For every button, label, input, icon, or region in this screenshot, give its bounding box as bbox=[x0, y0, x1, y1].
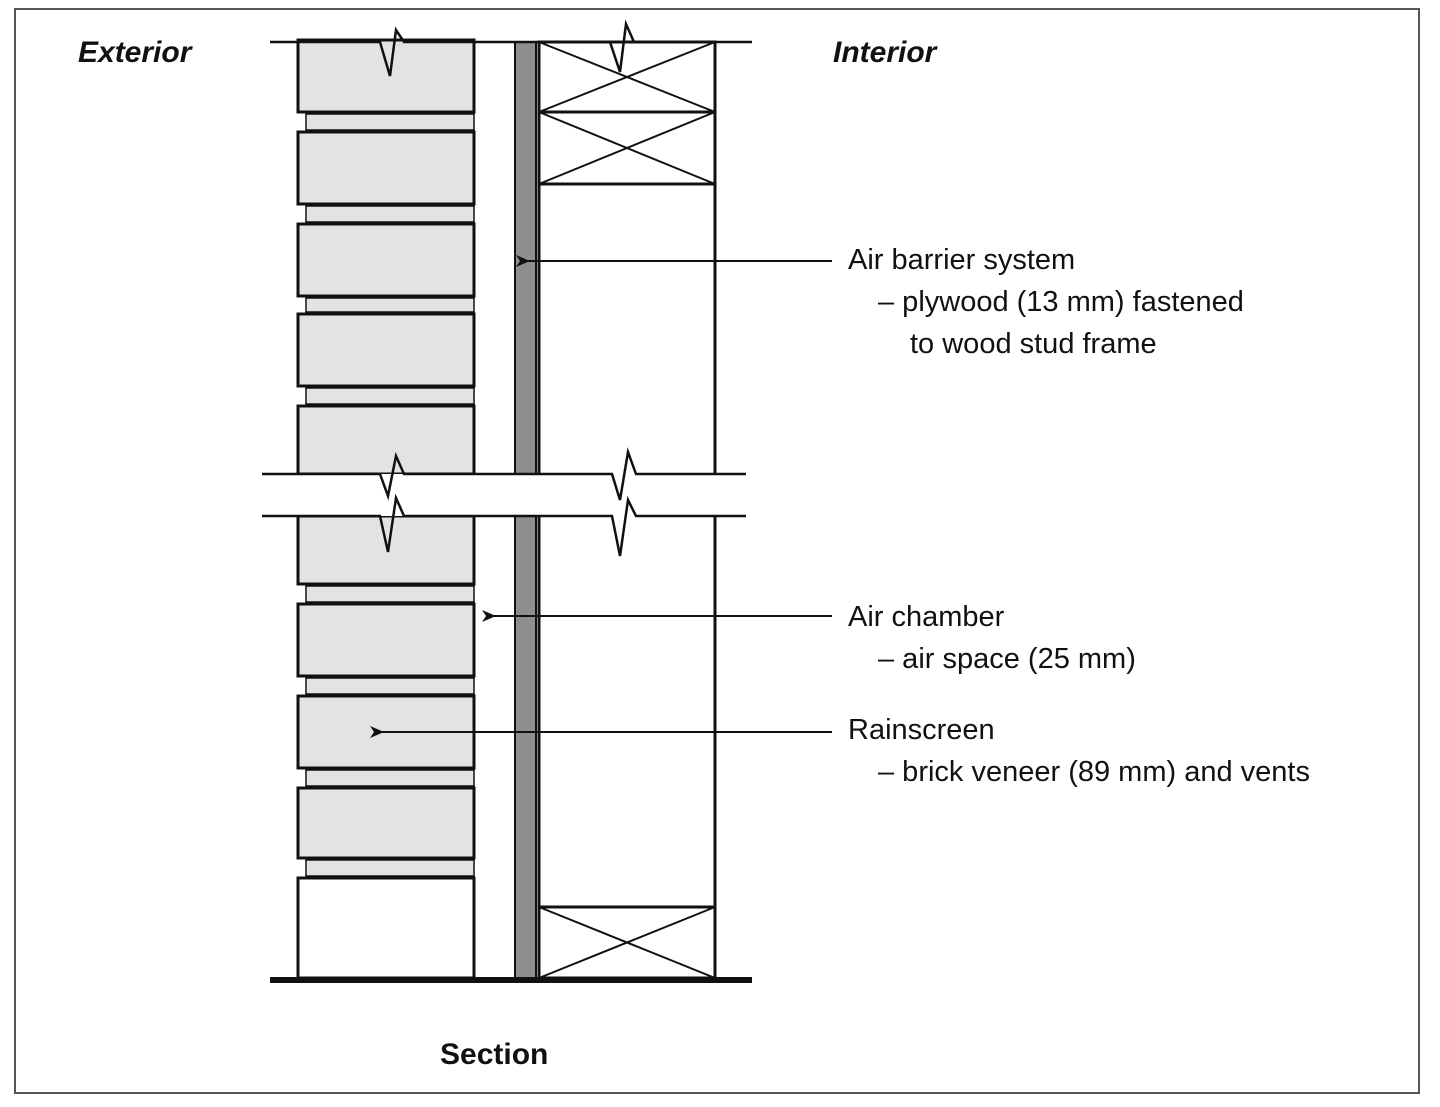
mortar-joint bbox=[305, 297, 475, 313]
air-barrier-title: Air barrier system bbox=[848, 244, 1076, 276]
air-barrier-detail-2: to wood stud frame bbox=[910, 328, 1157, 360]
top-plates bbox=[537, 40, 717, 186]
middle-break-lines bbox=[262, 447, 748, 557]
brick-veneer-lower bbox=[296, 514, 476, 980]
mortar-joint bbox=[305, 585, 475, 603]
exterior-label: Exterior bbox=[78, 36, 192, 69]
brick bbox=[296, 602, 476, 678]
air-barrier-detail-1: – plywood (13 mm) fastened bbox=[878, 286, 1244, 318]
mortar-joint bbox=[305, 387, 475, 405]
diagram-frame bbox=[14, 8, 1420, 1094]
bottom-plate bbox=[537, 905, 717, 980]
brick bbox=[296, 130, 476, 206]
brick bbox=[296, 38, 476, 114]
air-barrier-callout: Air barrier system – plywood (13 mm) fas… bbox=[848, 239, 1244, 365]
brick bbox=[296, 786, 476, 860]
section-caption: Section bbox=[440, 1038, 549, 1071]
brick bbox=[296, 312, 476, 388]
mortar-joint bbox=[305, 769, 475, 787]
top-break-line bbox=[270, 19, 752, 77]
rainscreen-title: Rainscreen bbox=[848, 714, 995, 746]
vent-brick bbox=[296, 876, 476, 980]
brick-veneer-upper bbox=[296, 38, 476, 476]
brick bbox=[296, 404, 476, 476]
mortar-joint bbox=[305, 859, 475, 877]
mortar-joint bbox=[305, 205, 475, 223]
brick bbox=[296, 514, 476, 586]
interior-label: Interior bbox=[833, 36, 937, 69]
mortar-joint bbox=[305, 677, 475, 695]
air-chamber-detail: – air space (25 mm) bbox=[878, 643, 1136, 675]
air-chamber-title: Air chamber bbox=[848, 601, 1005, 633]
mortar-joint bbox=[305, 113, 475, 131]
air-chamber-callout: Air chamber – air space (25 mm) bbox=[848, 596, 1136, 680]
rainscreen-detail: – brick veneer (89 mm) and vents bbox=[878, 756, 1310, 788]
brick bbox=[296, 222, 476, 298]
rainscreen-callout: Rainscreen – brick veneer (89 mm) and ve… bbox=[848, 709, 1310, 793]
